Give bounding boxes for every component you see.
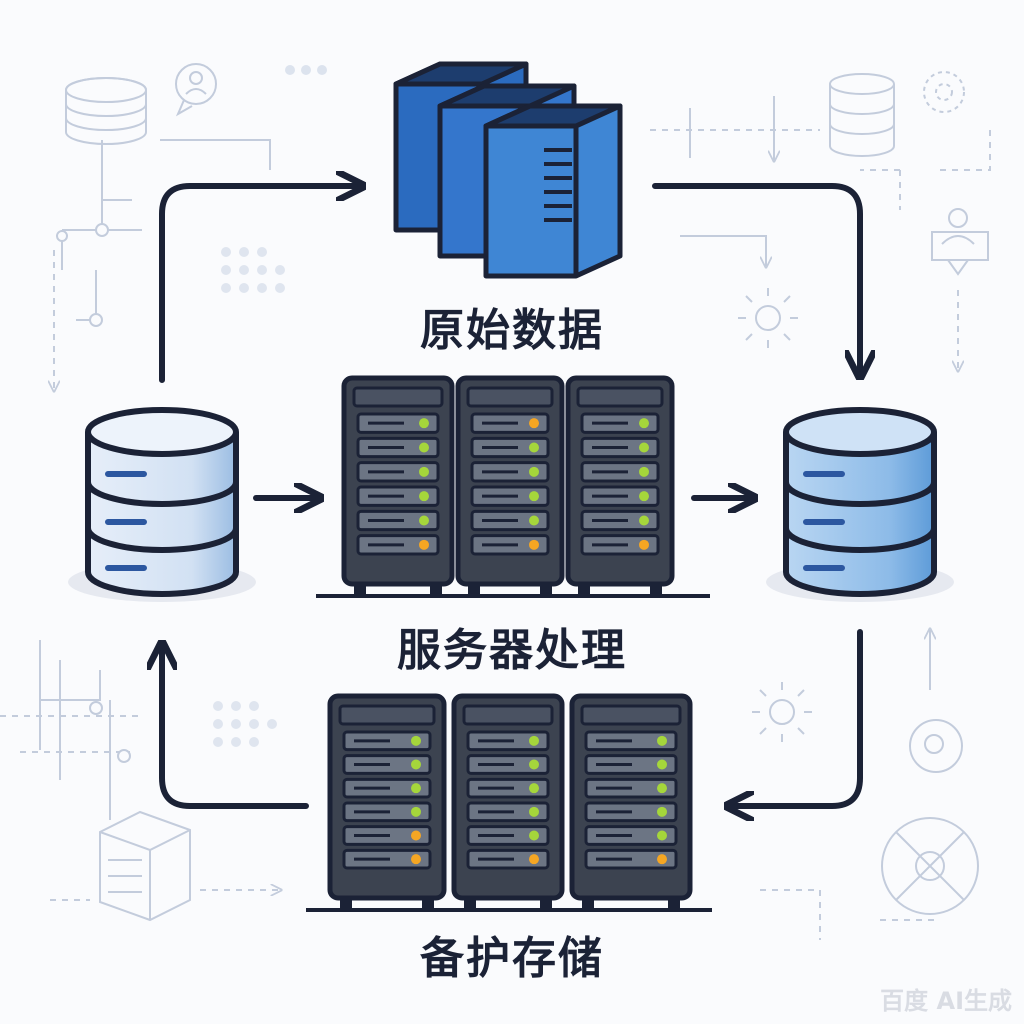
- backup-rack-3: [569, 693, 693, 910]
- bg-gear-icon-top-right: [923, 71, 965, 113]
- proc-rack-3: [565, 375, 675, 596]
- bg-database-icon-top-right: [829, 73, 895, 157]
- bg-circuit-left: [61, 140, 142, 270]
- status-led-icon: [529, 466, 539, 477]
- bg-server-box-icon-bottom-left: [99, 810, 191, 922]
- flow-arrows: [162, 186, 860, 806]
- database-left: [68, 407, 256, 602]
- bg-dots-top: [285, 65, 327, 75]
- status-led-icon: [639, 442, 649, 453]
- status-led-icon: [529, 539, 539, 550]
- processing-server-racks: [341, 375, 675, 596]
- arrow-backup-to-db-left: [162, 646, 309, 809]
- status-led-icon: [411, 759, 421, 770]
- raw-data-servers: [393, 61, 623, 279]
- status-led-icon: [657, 806, 667, 817]
- status-led-icon: [529, 515, 539, 526]
- status-led-icon: [529, 830, 539, 841]
- status-led-icon: [419, 515, 429, 526]
- document-lines-icon: [544, 148, 572, 222]
- status-led-icon: [419, 539, 429, 550]
- bg-sun-icon-upper: [738, 288, 798, 348]
- status-led-icon: [657, 735, 667, 746]
- backup-rack-1: [327, 693, 447, 910]
- arrow-db-right-to-backup: [730, 629, 863, 806]
- status-led-icon: [639, 539, 649, 550]
- bg-sun-icon-lower: [752, 682, 812, 742]
- status-led-icon: [411, 783, 421, 794]
- bg-dot-grid-left: [221, 247, 285, 293]
- arrow-raw-to-db-right: [652, 183, 860, 374]
- status-led-icon: [419, 442, 429, 453]
- status-led-icon: [657, 759, 667, 770]
- status-led-icon: [657, 854, 667, 865]
- bg-user-card-icon: [931, 208, 989, 276]
- database-right: [766, 407, 954, 602]
- label-server-processing: 服务器处理: [397, 625, 627, 676]
- backup-server-racks: [327, 693, 693, 910]
- bg-brain-gear-icon: [909, 719, 963, 773]
- status-led-icon: [419, 466, 429, 477]
- status-led-icon: [529, 418, 539, 429]
- status-led-icon: [639, 418, 649, 429]
- status-led-icon: [529, 491, 539, 502]
- status-led-icon: [529, 735, 539, 746]
- status-led-icon: [411, 854, 421, 865]
- backup-rack-2: [451, 693, 565, 910]
- background-decoration: [0, 63, 991, 940]
- proc-rack-2: [455, 375, 565, 596]
- status-led-icon: [639, 466, 649, 477]
- status-led-icon: [411, 735, 421, 746]
- raw-data-cube-front: [483, 103, 623, 279]
- status-led-icon: [639, 515, 649, 526]
- status-led-icon: [529, 854, 539, 865]
- label-raw-data: 原始数据: [420, 305, 604, 356]
- status-led-icon: [419, 418, 429, 429]
- bg-dot-grid-lower-left: [213, 701, 277, 747]
- bg-chat-user-icon: [175, 63, 217, 117]
- status-led-icon: [419, 491, 429, 502]
- status-led-icon: [529, 442, 539, 453]
- status-led-icon: [657, 783, 667, 794]
- status-led-icon: [657, 830, 667, 841]
- status-led-icon: [529, 783, 539, 794]
- proc-rack-1: [341, 375, 455, 596]
- status-led-icon: [411, 806, 421, 817]
- status-led-icon: [411, 830, 421, 841]
- status-led-icon: [529, 806, 539, 817]
- bg-wheel-icon: [881, 817, 979, 915]
- status-led-icon: [639, 491, 649, 502]
- arrow-db-left-to-raw: [159, 186, 360, 383]
- bg-database-icon-top-left: [65, 77, 147, 145]
- watermark: 百度 AI生成: [880, 987, 1012, 1015]
- label-backup-storage: 备护存储: [420, 933, 604, 984]
- status-led-icon: [529, 759, 539, 770]
